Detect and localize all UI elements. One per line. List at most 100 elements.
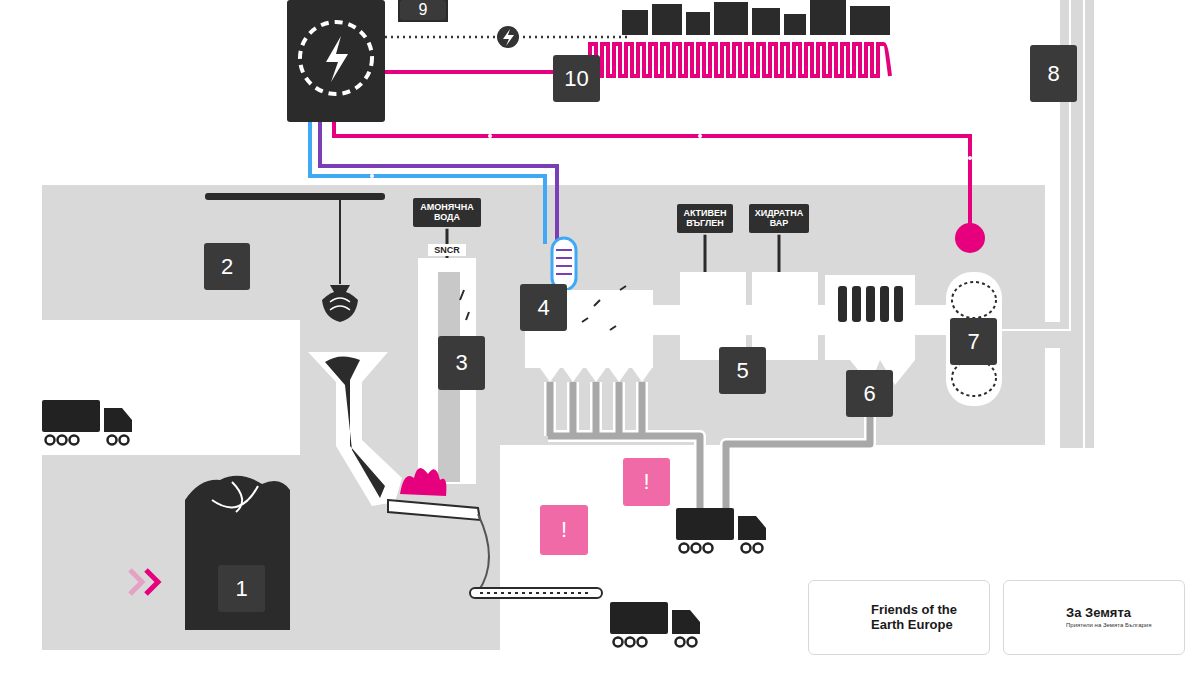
callout-box-cut <box>398 0 448 22</box>
houses-row <box>810 0 846 35</box>
houses-row <box>784 14 806 35</box>
waste-bunker <box>212 486 258 507</box>
trucks <box>610 602 700 647</box>
callout-number: 8 <box>1030 45 1077 102</box>
heat-pipes <box>556 250 572 274</box>
grate <box>478 514 489 592</box>
filter-bags <box>866 286 875 322</box>
building-ground <box>1000 322 1062 348</box>
ash-conveyor <box>480 592 592 594</box>
dosing-stem <box>778 235 781 272</box>
process-tag: SNCR <box>428 244 466 256</box>
entry-chevrons <box>130 570 142 594</box>
node-text: АМОНЯЧНА ВОДА <box>416 202 478 223</box>
fan <box>946 272 1002 406</box>
callout-number: 10 <box>553 55 600 102</box>
heat-pipes <box>310 122 545 244</box>
entry-chevrons <box>146 570 158 594</box>
waste-crane <box>205 193 385 322</box>
waste-crane <box>322 291 358 322</box>
dosing-stems <box>447 229 779 272</box>
heat-pipes <box>955 223 985 253</box>
furnace-shaft <box>460 290 469 320</box>
filter-bags <box>838 286 903 322</box>
building-ground <box>1083 0 1085 448</box>
warning-mark: ! <box>540 505 588 555</box>
callout-number: 2 <box>204 243 250 290</box>
dosing-box: ХИДРАТНА ВАР <box>749 204 809 233</box>
trucks <box>42 400 766 647</box>
filter-bags <box>838 286 847 322</box>
warning-mark: ! <box>623 458 670 506</box>
heat-pipes <box>310 44 985 290</box>
logo-box: За ЗемятаПриятели на Земята България <box>1003 580 1185 655</box>
residue-pipes <box>548 382 870 508</box>
fan <box>946 272 1002 406</box>
heat-pipes <box>370 174 374 178</box>
waste-crane <box>205 193 385 200</box>
callout-number: 6 <box>846 370 893 417</box>
fire <box>400 468 446 496</box>
grate <box>388 500 480 520</box>
callout-number: 5 <box>719 347 766 394</box>
heat-pipes <box>552 238 576 290</box>
heat-pipes <box>698 134 702 138</box>
building-ground <box>42 0 1094 650</box>
waste-crane <box>330 285 350 292</box>
generator-box <box>287 0 385 122</box>
waste-bunker <box>185 476 290 630</box>
heat-pipes <box>488 134 492 138</box>
heat-pipes <box>320 122 557 244</box>
generator-box <box>287 0 385 122</box>
boiler <box>582 286 626 330</box>
callout-number: 7 <box>950 318 997 365</box>
node-text: АКТИВЕН ВЪГЛЕН <box>680 208 730 229</box>
grate <box>388 500 489 592</box>
ash-conveyor <box>470 588 602 598</box>
node-text: Friends of the Earth Europe <box>871 603 976 632</box>
generator-box <box>326 36 348 82</box>
ash-conveyor <box>470 588 602 598</box>
fan <box>952 360 996 396</box>
gas-cleaning <box>650 272 950 385</box>
callout-number: 1 <box>218 565 265 612</box>
callout-number: 4 <box>520 284 567 331</box>
trucks <box>676 508 766 553</box>
houses-row <box>850 6 890 35</box>
boiler <box>540 368 652 382</box>
dosing-box: АКТИВЕН ВЪГЛЕН <box>677 204 733 233</box>
node-text: Приятели на Земята България <box>1066 622 1184 629</box>
filter-bags <box>894 286 903 322</box>
waste-bunker <box>232 482 242 512</box>
waste-crane <box>339 200 341 284</box>
residue-pipes <box>548 382 870 508</box>
callout-number: 3 <box>438 336 485 390</box>
houses-row <box>622 10 648 35</box>
feed-hopper <box>308 352 402 506</box>
node-text: За Земята <box>1066 606 1171 620</box>
generator-box <box>300 22 372 94</box>
houses-row <box>752 8 780 35</box>
gas-cleaning <box>825 275 915 385</box>
houses-row <box>714 2 748 35</box>
trucks <box>42 400 132 445</box>
houses-row <box>652 4 682 35</box>
power-line <box>497 26 519 48</box>
houses-row <box>686 12 710 35</box>
waste-bunker <box>185 476 290 630</box>
power-line <box>503 29 514 46</box>
residue-pipes <box>548 382 870 508</box>
fire <box>400 468 446 496</box>
callout-number: 9 <box>400 0 446 20</box>
fan <box>952 282 996 318</box>
houses-row <box>622 0 890 35</box>
heat-pipes <box>968 156 972 160</box>
filter-bags <box>852 286 861 322</box>
dosing-stem <box>704 235 707 272</box>
waste-crane <box>330 298 350 310</box>
dosing-box: АМОНЯЧНА ВОДА <box>413 198 481 227</box>
node-text: ХИДРАТНА ВАР <box>752 208 806 229</box>
entry-chevrons <box>130 570 158 594</box>
